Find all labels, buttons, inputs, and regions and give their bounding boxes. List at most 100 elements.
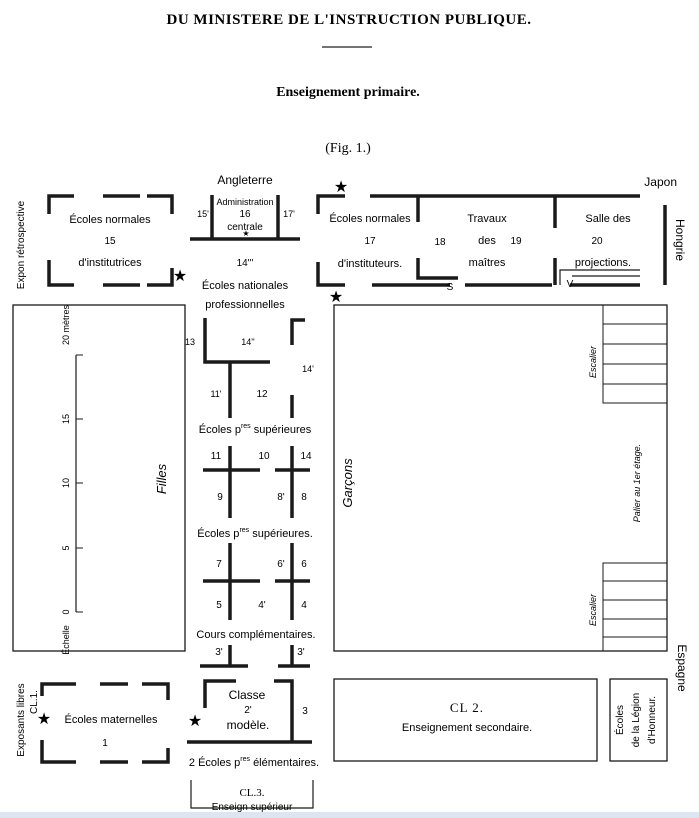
room-4p-number: 4'	[258, 600, 266, 611]
room-10-number: 10	[258, 451, 270, 462]
cl2-box	[333, 678, 598, 762]
room-4-number: 4	[301, 600, 307, 611]
star-icon: ★	[37, 711, 51, 728]
admin-number: 16	[239, 209, 251, 220]
mark-s: S	[447, 282, 454, 293]
hall-filles	[12, 304, 186, 652]
cours-complementaires-title: Cours complémentaires.	[196, 629, 315, 641]
room-15-number: 15	[104, 236, 116, 247]
label-japon: Japon	[644, 175, 677, 189]
walls-classe-modele	[187, 679, 312, 744]
figure-caption: (Fig. 1.)	[325, 141, 371, 156]
walls-maternelles	[40, 682, 170, 764]
room-18-number: 18	[434, 237, 446, 248]
scale-bar: 20 mètres 15 10 5 0 Échelle	[61, 304, 83, 655]
room-15p-number: 15'	[197, 209, 209, 219]
travaux-line2: des	[478, 235, 496, 247]
walls-room-15	[47, 194, 174, 287]
palier-label: Palier au 1er étage.	[632, 444, 642, 523]
star-icon: ★	[334, 179, 348, 196]
salle-subtitle: projections.	[575, 257, 631, 269]
room-15-subtitle: d'institutrices	[78, 257, 142, 269]
scale-tick-label: 5	[61, 545, 71, 550]
room-15-title: Écoles normales	[69, 213, 151, 226]
room-11p-number: 11'	[210, 389, 221, 399]
room-17p-number: 17'	[283, 209, 295, 219]
star-icon: ★	[329, 289, 343, 306]
hall-garcons-label: Garçons	[340, 458, 355, 508]
nationales-title: Écoles nationales	[202, 279, 289, 292]
nationales-subtitle: professionnelles	[205, 299, 285, 311]
room-7-number: 7	[216, 559, 222, 570]
travaux-line3: maîtres	[469, 257, 506, 269]
scale-unit-label: 20 mètres	[61, 304, 71, 345]
scale-title: Échelle	[61, 625, 71, 655]
cl2-subtitle: Enseignement secondaire.	[402, 722, 532, 734]
star-icon: ★	[173, 268, 187, 285]
section-title: Enseignement primaire.	[276, 85, 420, 100]
room-17-title: Écoles normales	[329, 212, 411, 225]
room-6-number: 6	[301, 559, 307, 570]
room-20-number: 20	[591, 236, 603, 247]
bottom-band	[0, 812, 699, 818]
room-8-number: 8	[301, 492, 307, 503]
label-angleterre: Angleterre	[217, 173, 273, 187]
cl3-subtitle: Enseign supérieur	[212, 802, 293, 813]
star-icon: ★	[188, 713, 202, 730]
label-retrospective: Expon rétrospective	[16, 200, 27, 289]
walls-rooms-17-20	[316, 194, 667, 287]
escalier-bottom-label: Escalier	[588, 593, 598, 626]
room-19-number: 19	[510, 236, 522, 247]
walls-admin	[190, 195, 300, 241]
classe-modele-title: Classe	[229, 688, 266, 702]
superieures-1-title: Écoles pres supérieures	[199, 423, 312, 436]
room-13-number: 13	[185, 337, 195, 347]
room-17-number: 17	[364, 236, 376, 247]
escalier-top-label: Escalier	[588, 345, 598, 378]
cl3-title: CL.3.	[239, 787, 264, 799]
scale-tick-label: 15	[61, 414, 71, 424]
room-14p-number: 14'	[302, 364, 314, 374]
salle-title: Salle des	[585, 213, 631, 225]
scale-tick-label: 0	[61, 609, 71, 614]
room-3-number: 3	[302, 706, 308, 717]
admin-title: Administration	[216, 197, 273, 207]
room-17-subtitle: d'instituteurs.	[338, 258, 402, 270]
room-12-number: 12	[256, 389, 268, 400]
legion-line3: d'Honneur.	[647, 696, 658, 744]
room-14-number: 14	[300, 451, 312, 462]
mark-v: V	[567, 279, 574, 290]
label-espagne: Espagne	[675, 644, 689, 692]
elementaires-title: 2 Écoles pres élémentaires.	[189, 756, 319, 769]
walls-central	[200, 318, 310, 668]
room-11-number: 11	[211, 451, 222, 462]
exposants-libres-label: Exposants libres	[16, 683, 27, 756]
room-3p-number: 3'	[297, 647, 305, 658]
travaux-title: Travaux	[467, 213, 507, 225]
label-hongrie: Hongrie	[673, 219, 687, 261]
room-2p-number: 2'	[244, 705, 252, 716]
legion-line2: de la Légion	[631, 693, 642, 748]
legion-line1: Écoles	[613, 705, 626, 735]
staircase-bottom	[602, 562, 668, 652]
room-3p-number: 3'	[215, 647, 223, 658]
room-5-number: 5	[216, 600, 222, 611]
room-8p-number: 8'	[277, 492, 285, 503]
room-6p-number: 6'	[277, 559, 285, 570]
star-icon: ★	[242, 229, 249, 238]
cl1-label: CL.1.	[29, 690, 40, 714]
room-1-number: 1	[102, 738, 108, 749]
cl3-box	[190, 780, 314, 809]
cl2-title: CL 2.	[450, 700, 484, 715]
room-9-number: 9	[217, 492, 223, 503]
classe-modele-subtitle: modèle.	[227, 718, 270, 732]
admin-subtitle: centrale	[227, 222, 263, 233]
hall-filles-label: Filles	[154, 463, 169, 494]
room-14pp-number: 14''	[241, 337, 255, 347]
maternelles-title: Écoles maternelles	[65, 713, 158, 726]
superieures-2-title: Écoles pres supérieures.	[197, 527, 313, 540]
projection-screen	[559, 269, 640, 285]
staircase-top	[602, 304, 668, 404]
hall-garcons	[333, 304, 668, 652]
